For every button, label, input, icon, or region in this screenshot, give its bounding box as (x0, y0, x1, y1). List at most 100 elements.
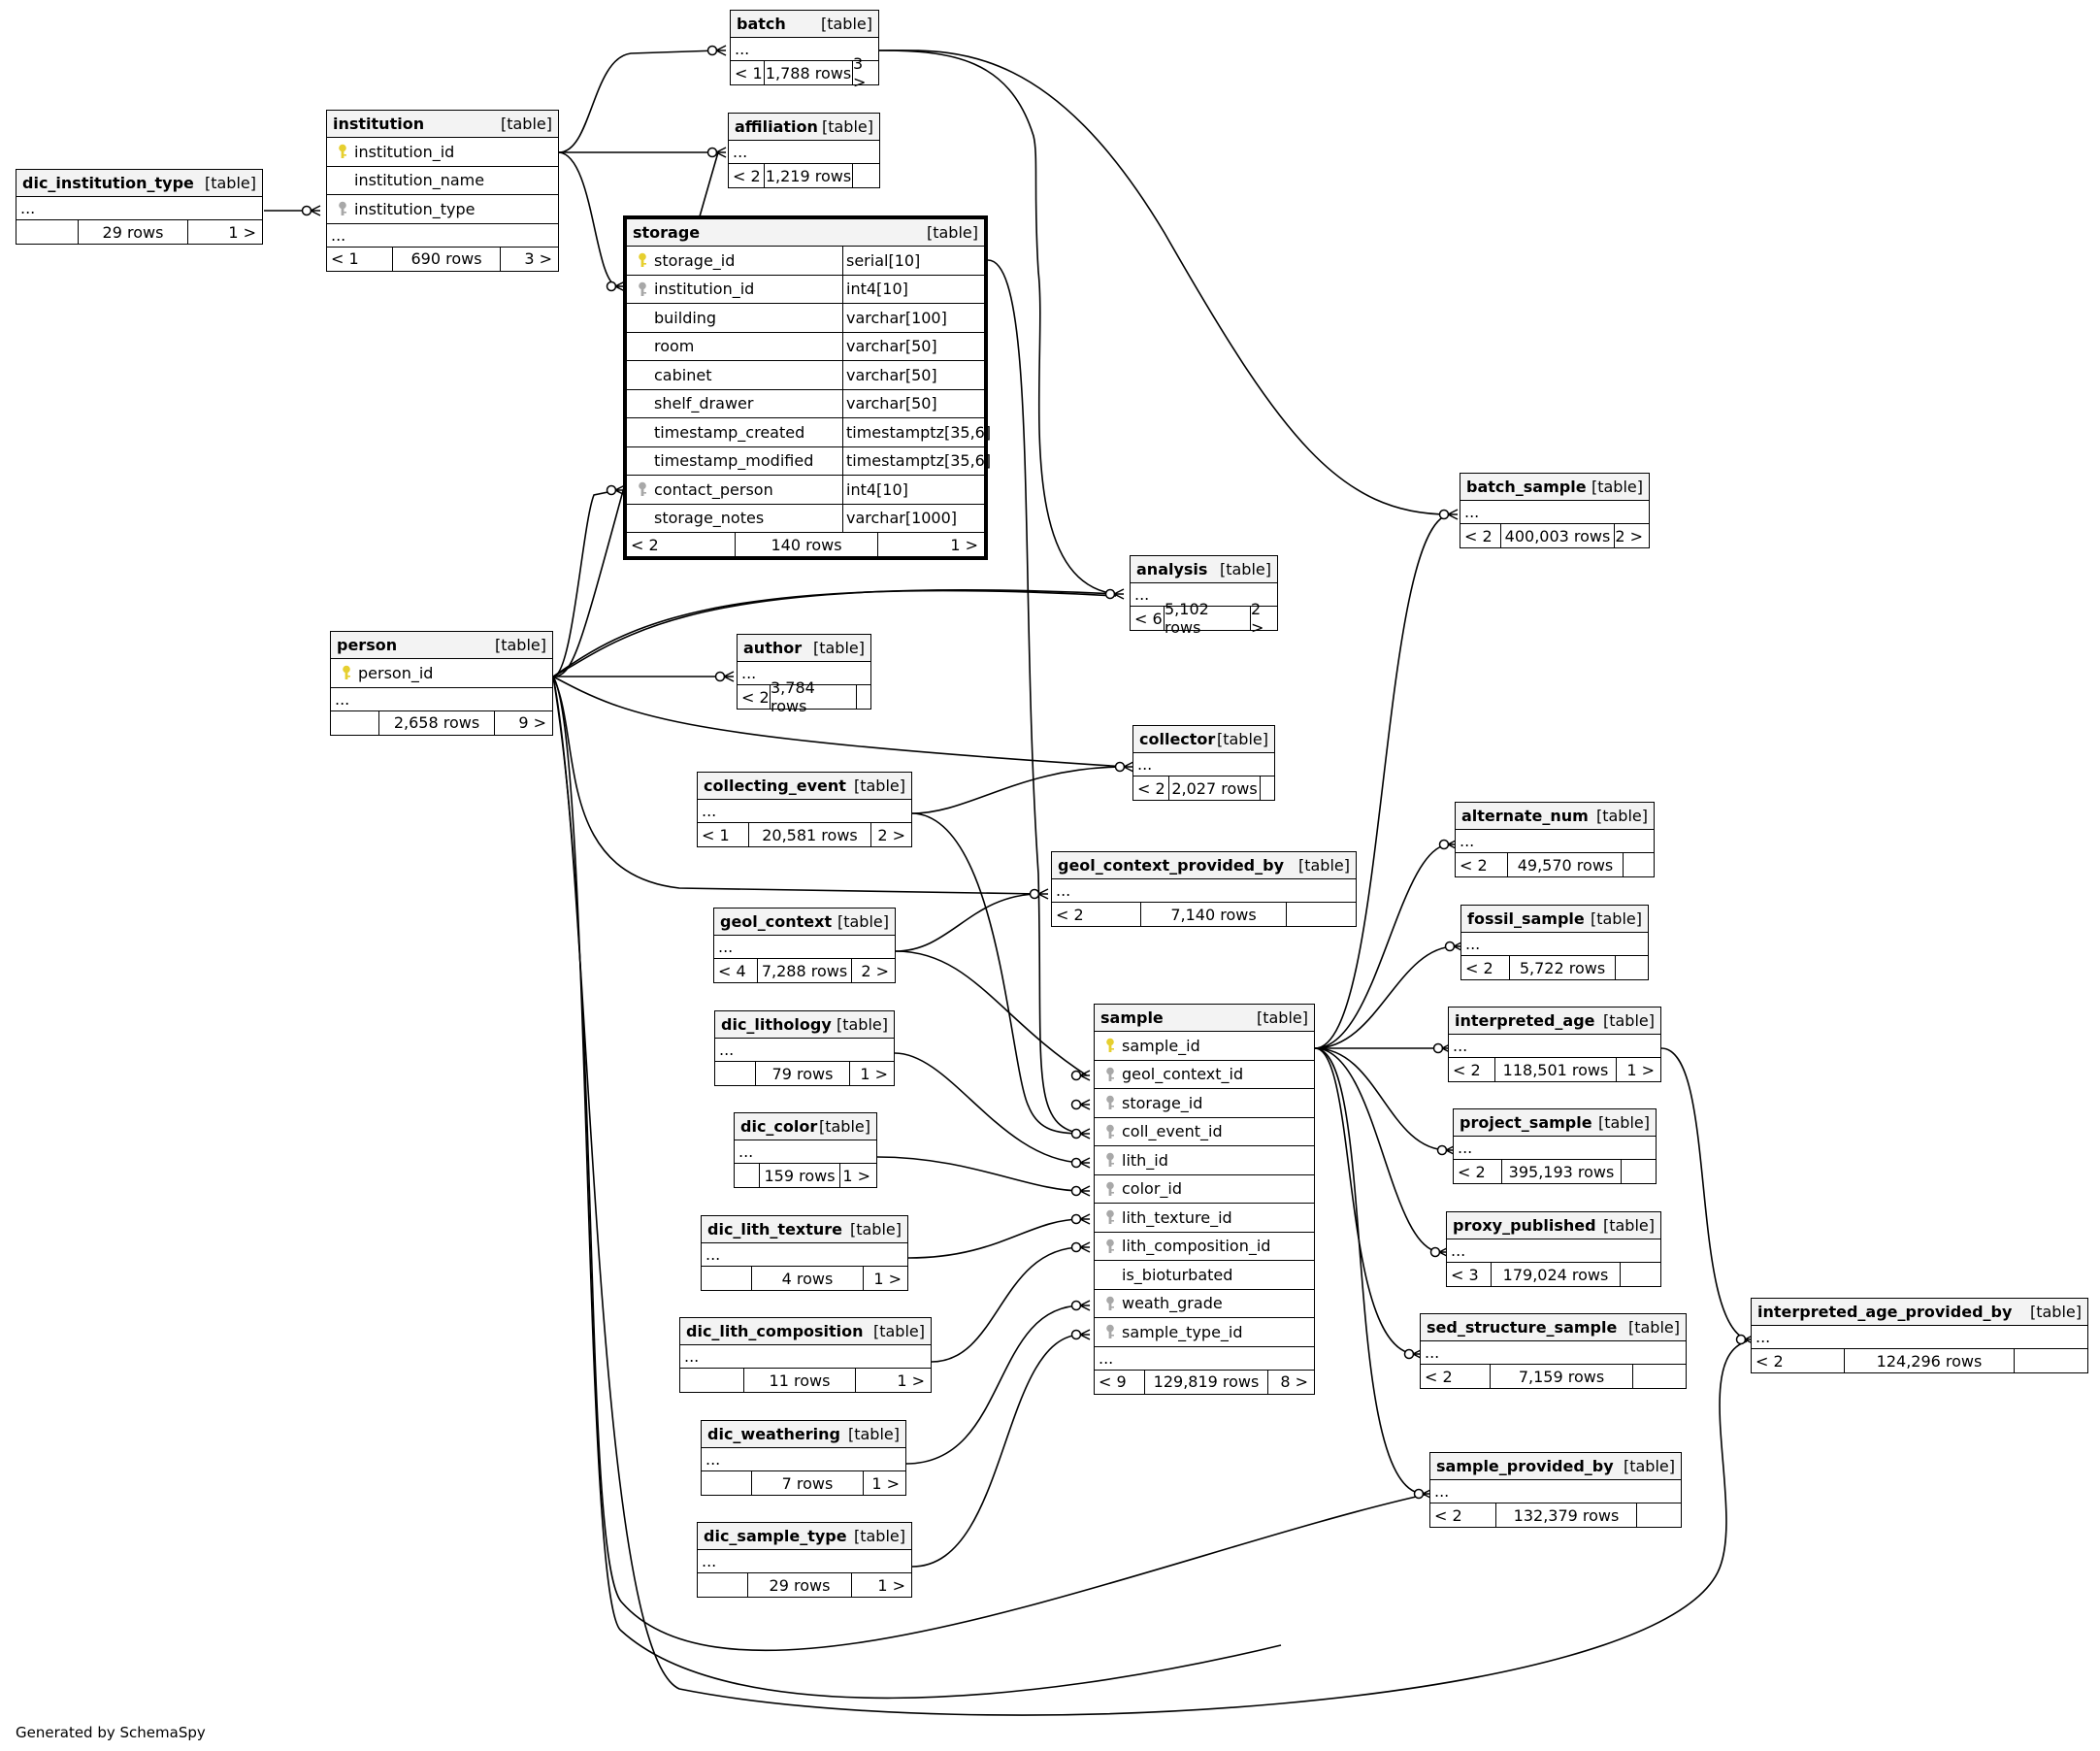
column-row[interactable]: sample_type_id (1095, 1318, 1314, 1347)
column-row[interactable]: storage_id (1095, 1089, 1314, 1118)
children-link[interactable] (852, 164, 879, 187)
more-columns[interactable]: ... (1456, 830, 1654, 853)
table-dic-weathering[interactable]: dic_weathering [table]... 7 rows 1 > (701, 1420, 906, 1496)
table-dic-sample-type[interactable]: dic_sample_type [table]... 29 rows 1 > (697, 1522, 912, 1598)
children-link[interactable]: 8 > (1267, 1370, 1314, 1394)
more-columns[interactable]: ... (702, 1448, 905, 1471)
more-columns[interactable]: ... (16, 197, 262, 220)
parents-link[interactable] (698, 1573, 748, 1597)
table-interpreted-age-provided-by[interactable]: interpreted_age_provided_by [table]... <… (1751, 1298, 2088, 1373)
parents-link[interactable] (702, 1267, 752, 1290)
more-columns[interactable]: ... (1460, 501, 1649, 524)
parents-link[interactable] (702, 1471, 752, 1495)
column-row[interactable]: institution_type (327, 195, 558, 224)
more-columns[interactable]: ... (1447, 1239, 1660, 1263)
parents-link[interactable]: < 3 (1447, 1263, 1492, 1286)
table-batch-sample[interactable]: batch_sample [table]... < 2 400,003 rows… (1460, 473, 1650, 548)
more-columns[interactable]: ... (1430, 1480, 1681, 1503)
more-columns[interactable]: ... (1449, 1035, 1660, 1058)
column-row[interactable]: cabinet varchar[50] (627, 361, 984, 390)
table-batch[interactable]: batch [table]... < 1 1,788 rows 3 > (730, 10, 879, 91)
column-row[interactable]: is_bioturbated (1095, 1261, 1314, 1290)
parents-link[interactable]: < 2 (1454, 1160, 1502, 1183)
more-columns[interactable]: ... (331, 688, 552, 711)
column-row[interactable]: institution_id int4[10] (627, 275, 984, 304)
more-columns[interactable]: ... (680, 1345, 931, 1369)
column-row[interactable]: shelf_drawer varchar[50] (627, 389, 984, 418)
more-columns[interactable]: ... (698, 800, 911, 823)
children-link[interactable]: 1 > (863, 1267, 907, 1290)
table-dic-institution-type[interactable]: dic_institution_type [table]... 29 rows … (16, 169, 263, 245)
table-sample[interactable]: sample [table] sample_id geol_context_id… (1094, 1004, 1315, 1395)
parents-link[interactable]: < 2 (627, 533, 736, 556)
children-link[interactable] (1615, 956, 1648, 979)
column-row[interactable]: lith_texture_id (1095, 1204, 1314, 1233)
parents-link[interactable]: < 1 (327, 247, 393, 271)
column-row[interactable]: building varchar[100] (627, 304, 984, 333)
table-fossil-sample[interactable]: fossil_sample [table]... < 2 5,722 rows (1460, 905, 1649, 980)
children-link[interactable]: 2 > (1250, 600, 1277, 637)
table-institution[interactable]: institution [table] institution_id insti… (326, 110, 559, 272)
children-link[interactable]: 2 > (851, 959, 895, 982)
more-columns[interactable]: ... (738, 662, 870, 685)
parents-link[interactable]: < 1 (731, 61, 765, 84)
more-columns[interactable]: ... (1421, 1341, 1686, 1365)
more-columns[interactable]: ... (1454, 1137, 1656, 1160)
table-alternate-num[interactable]: alternate_num [table]... < 2 49,570 rows (1455, 802, 1655, 877)
column-row[interactable]: sample_id (1095, 1032, 1314, 1061)
table-dic-color[interactable]: dic_color [table]... 159 rows 1 > (734, 1112, 877, 1188)
more-columns[interactable]: ... (702, 1243, 907, 1267)
parents-link[interactable]: < 2 (729, 164, 765, 187)
parents-link[interactable]: < 2 (1052, 903, 1141, 926)
table-dic-lithology[interactable]: dic_lithology [table]... 79 rows 1 > (714, 1010, 895, 1086)
column-row[interactable]: institution_name (327, 167, 558, 195)
column-row[interactable]: contact_person int4[10] (627, 476, 984, 505)
table-geol-context[interactable]: geol_context [table]... < 4 7,288 rows 2… (713, 908, 896, 983)
table-analysis[interactable]: analysis [table]... < 6 5,102 rows 2 > (1130, 555, 1278, 637)
children-link[interactable] (856, 685, 870, 709)
children-link[interactable]: 2 > (870, 823, 911, 846)
parents-link[interactable]: < 9 (1095, 1370, 1145, 1394)
column-row[interactable]: lith_composition_id (1095, 1233, 1314, 1261)
more-columns[interactable]: ... (1133, 753, 1274, 776)
more-columns[interactable]: ... (1095, 1347, 1314, 1371)
table-collecting-event[interactable]: collecting_event [table]... < 1 20,581 r… (697, 772, 912, 847)
more-columns[interactable]: ... (714, 936, 895, 959)
more-columns[interactable]: ... (327, 224, 558, 248)
parents-link[interactable] (715, 1062, 756, 1085)
children-link[interactable] (1636, 1503, 1681, 1527)
parents-link[interactable]: < 2 (1430, 1503, 1496, 1527)
more-columns[interactable]: ... (735, 1140, 876, 1164)
column-row[interactable]: storage_notes varchar[1000] (627, 504, 984, 533)
children-link[interactable]: 1 > (187, 220, 262, 244)
table-proxy-published[interactable]: proxy_published [table]... < 3 179,024 r… (1446, 1211, 1661, 1287)
more-columns[interactable]: ... (1052, 879, 1356, 903)
children-link[interactable]: 1 > (877, 533, 984, 556)
parents-link[interactable]: < 6 (1131, 607, 1165, 630)
parents-link[interactable]: < 1 (698, 823, 749, 846)
table-sed-structure-sample[interactable]: sed_structure_sample [table]... < 2 7,15… (1420, 1313, 1687, 1389)
children-link[interactable]: 2 > (1614, 524, 1649, 547)
children-link[interactable]: 1 > (855, 1369, 931, 1392)
more-columns[interactable]: ... (698, 1550, 911, 1573)
parents-link[interactable] (331, 710, 379, 735)
children-link[interactable] (1260, 776, 1274, 800)
parents-link[interactable]: < 2 (1461, 956, 1510, 979)
children-link[interactable] (1623, 853, 1654, 876)
parents-link[interactable]: < 2 (1460, 524, 1501, 547)
table-storage[interactable]: storage [table] storage_id serial[10] in… (623, 215, 991, 560)
more-columns[interactable]: ... (715, 1039, 894, 1062)
table-affiliation[interactable]: affiliation [table]... < 2 1,219 rows (728, 113, 880, 188)
column-row[interactable]: institution_id (327, 138, 558, 167)
table-sample-provided-by[interactable]: sample_provided_by [table]... < 2 132,37… (1429, 1452, 1682, 1528)
children-link[interactable]: 1 > (849, 1062, 894, 1085)
more-columns[interactable]: ... (731, 38, 878, 61)
parents-link[interactable]: < 2 (1421, 1365, 1491, 1388)
column-row[interactable]: geol_context_id (1095, 1061, 1314, 1089)
table-project-sample[interactable]: project_sample [table]... < 2 395,193 ro… (1453, 1108, 1657, 1184)
column-row[interactable]: person_id (331, 659, 552, 688)
parents-link[interactable]: < 2 (1456, 853, 1508, 876)
parents-link[interactable]: < 2 (1752, 1349, 1845, 1372)
children-link[interactable]: 1 > (863, 1471, 905, 1495)
table-dic-lith-texture[interactable]: dic_lith_texture [table]... 4 rows 1 > (701, 1215, 908, 1291)
